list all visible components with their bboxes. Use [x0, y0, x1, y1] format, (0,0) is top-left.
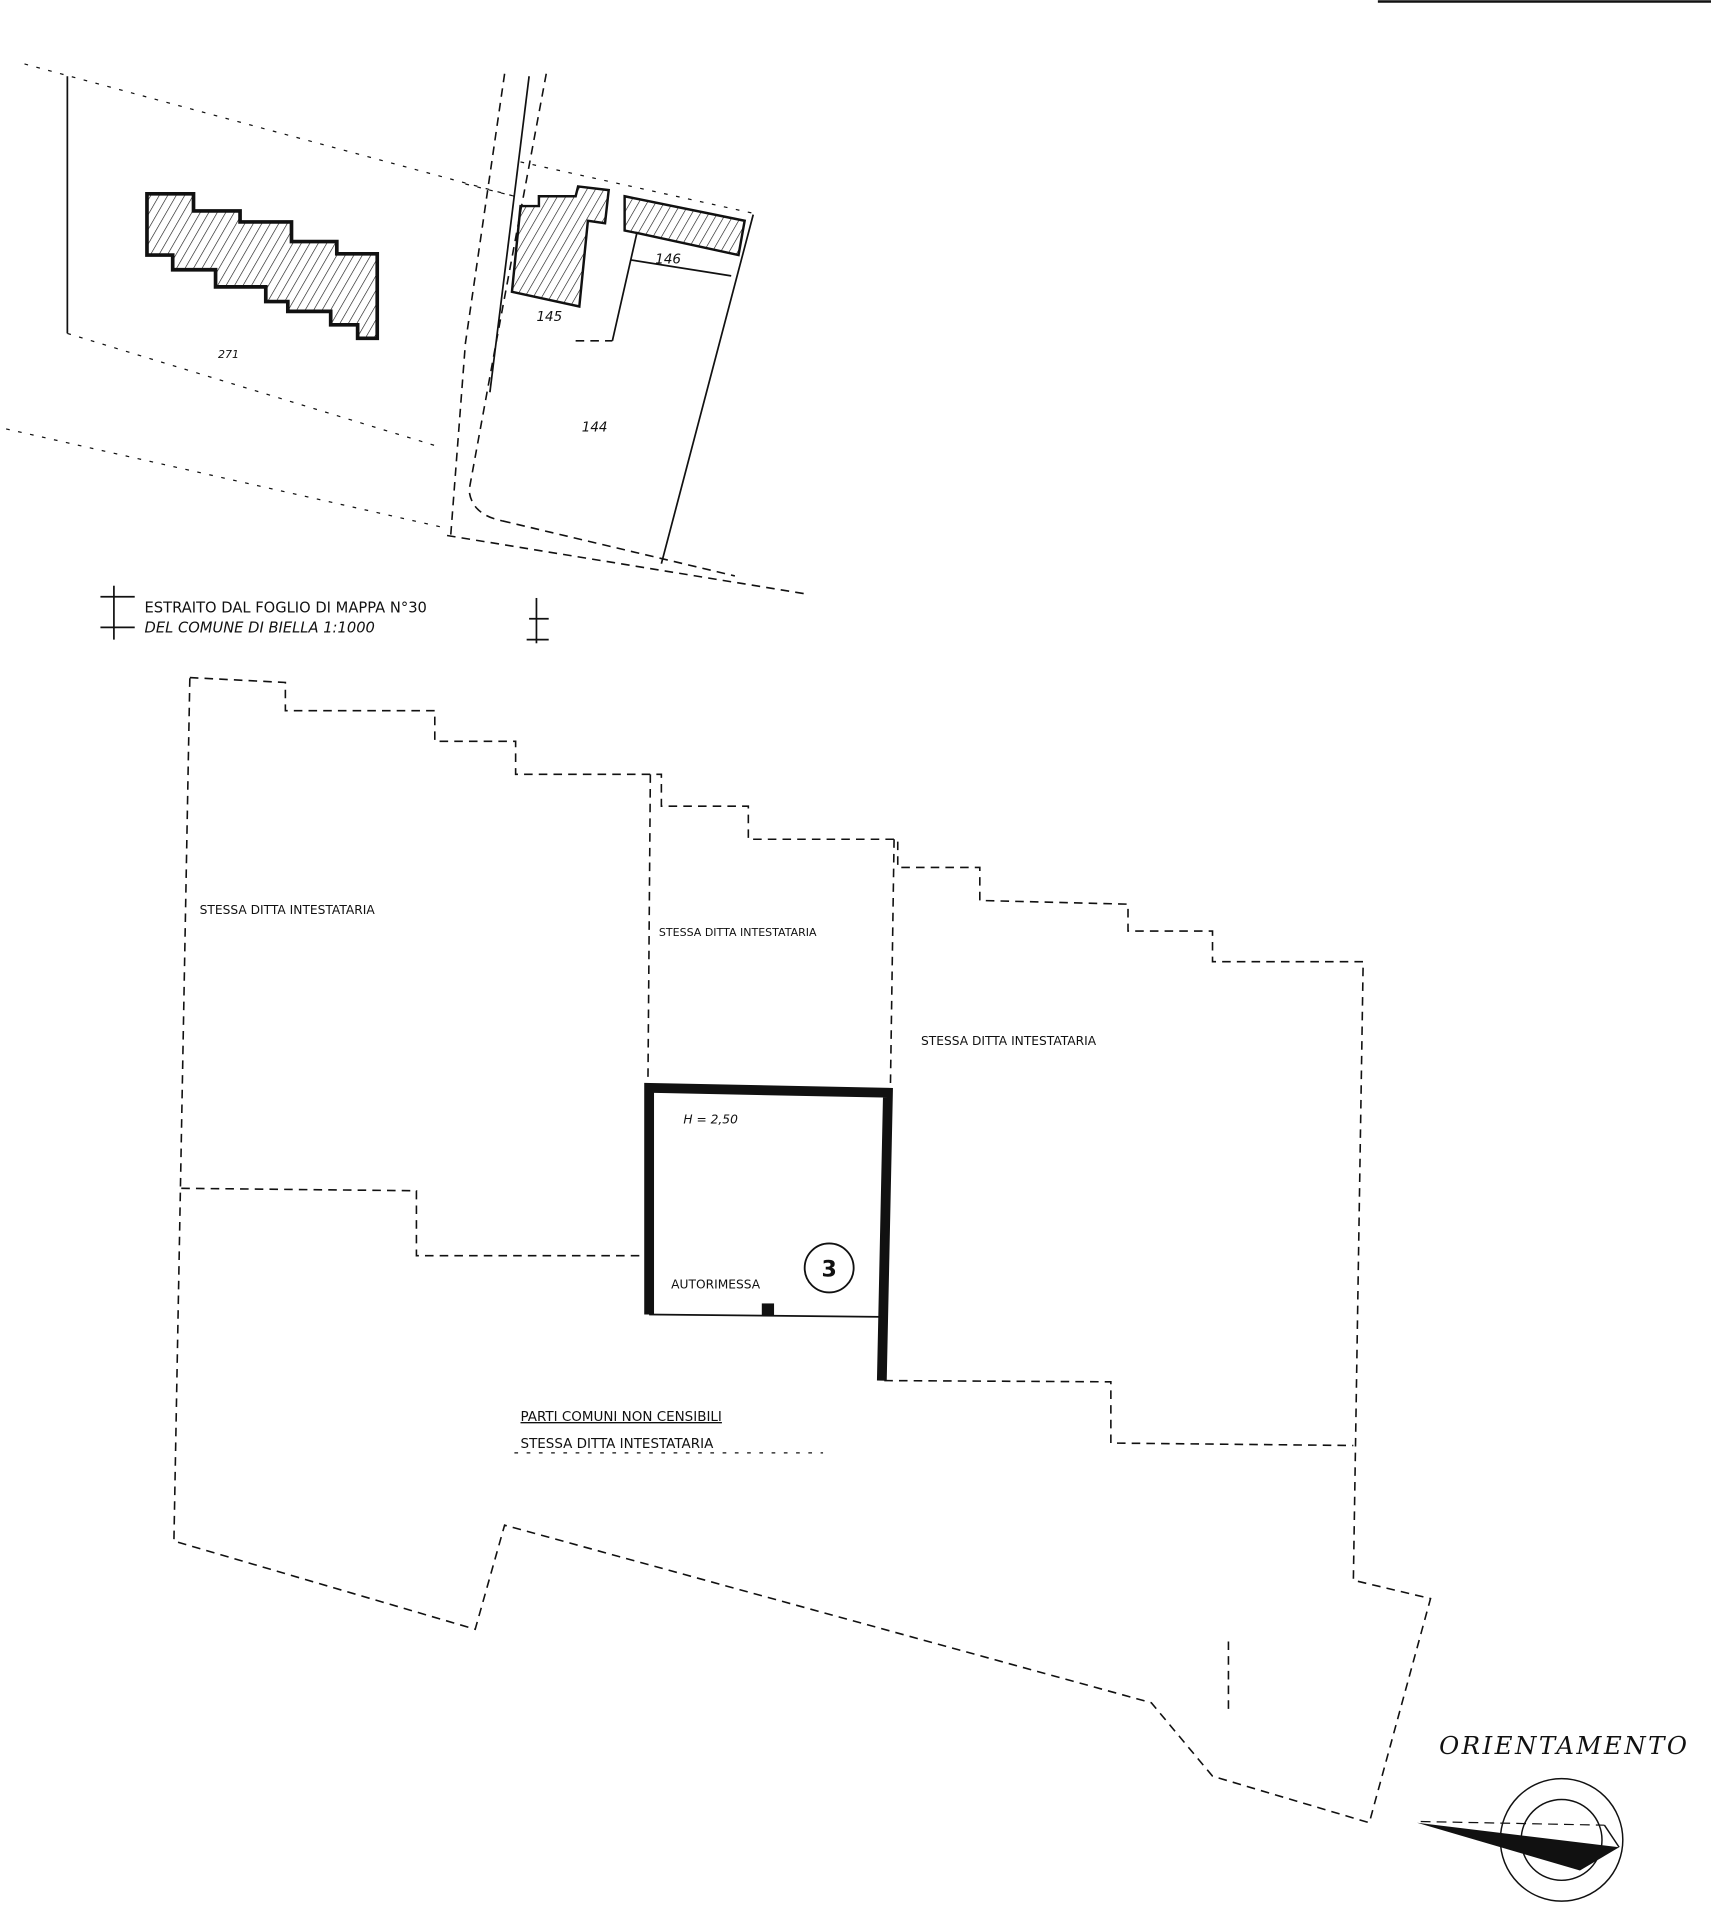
extract-caption: ESTRAITO DAL FOGLIO DI MAPPA N°30 DEL CO… — [100, 585, 549, 644]
orientation-label: ORIENTAMENTO — [1439, 1731, 1689, 1760]
building-146 — [623, 194, 747, 257]
parcel-144: 144 — [582, 419, 608, 435]
extract-line-2: DEL COMUNE DI BIELLA 1:1000 — [145, 619, 375, 636]
building-145 — [510, 185, 611, 308]
extract-line-1: ESTRAITO DAL FOGLIO DI MAPPA N°30 — [145, 600, 427, 617]
garage-number: 3 — [821, 1257, 836, 1282]
map-extract: 271 146 145 144 — [5, 63, 809, 596]
garage-number-circle — [803, 1242, 855, 1294]
door-mark — [761, 1303, 775, 1316]
label-same-owner-left: STESSA DITTA INTESTATARIA — [200, 903, 376, 917]
property-outline — [173, 676, 1432, 1824]
garage-height: H = 2,50 — [683, 1112, 738, 1126]
label-same-owner-right: STESSA DITTA INTESTATARIA — [921, 1034, 1097, 1048]
label-common-parts: PARTI COMUNI NON CENSIBILI — [521, 1409, 722, 1425]
floor-plan: STESSA DITTA INTESTATARIA STESSA DITTA I… — [173, 676, 1432, 1824]
building-271 — [145, 191, 380, 341]
garage-label: AUTORIMESSA — [671, 1278, 761, 1292]
parcel-145: 145 — [536, 309, 562, 325]
label-same-owner-middle: STESSA DITTA INTESTATARIA — [659, 926, 817, 939]
parcel-146: 146 — [655, 252, 681, 268]
parcel-271: 271 — [218, 348, 239, 361]
north-arrow-icon: ORIENTAMENTO — [1417, 1731, 1689, 1902]
label-same-owner-bottom: STESSA DITTA INTESTATARIA — [521, 1436, 715, 1452]
